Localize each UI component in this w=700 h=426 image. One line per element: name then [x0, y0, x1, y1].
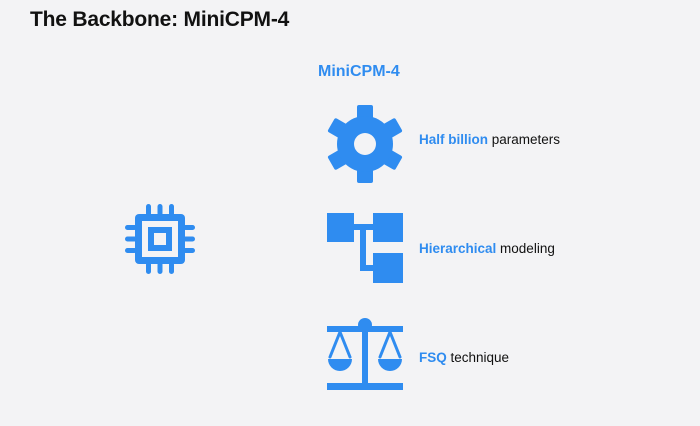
- feature-label-technique: FSQ technique: [419, 350, 509, 365]
- slide-title: The Backbone: MiniCPM-4: [30, 8, 290, 31]
- feature-text: parameters: [488, 132, 561, 147]
- hierarchy-icon: [327, 213, 403, 283]
- chip-icon: [125, 204, 195, 274]
- scale-icon: [327, 318, 403, 390]
- feature-highlight: Half billion: [419, 132, 488, 147]
- feature-label-parameters: Half billion parameters: [419, 132, 560, 147]
- feature-text: technique: [446, 350, 510, 365]
- gear-icon: [327, 105, 403, 183]
- feature-text: modeling: [496, 241, 555, 256]
- column-heading: MiniCPM-4: [318, 63, 400, 80]
- feature-label-modeling: Hierarchical modeling: [419, 241, 555, 256]
- feature-highlight: Hierarchical: [419, 241, 497, 256]
- feature-highlight: FSQ: [419, 350, 447, 365]
